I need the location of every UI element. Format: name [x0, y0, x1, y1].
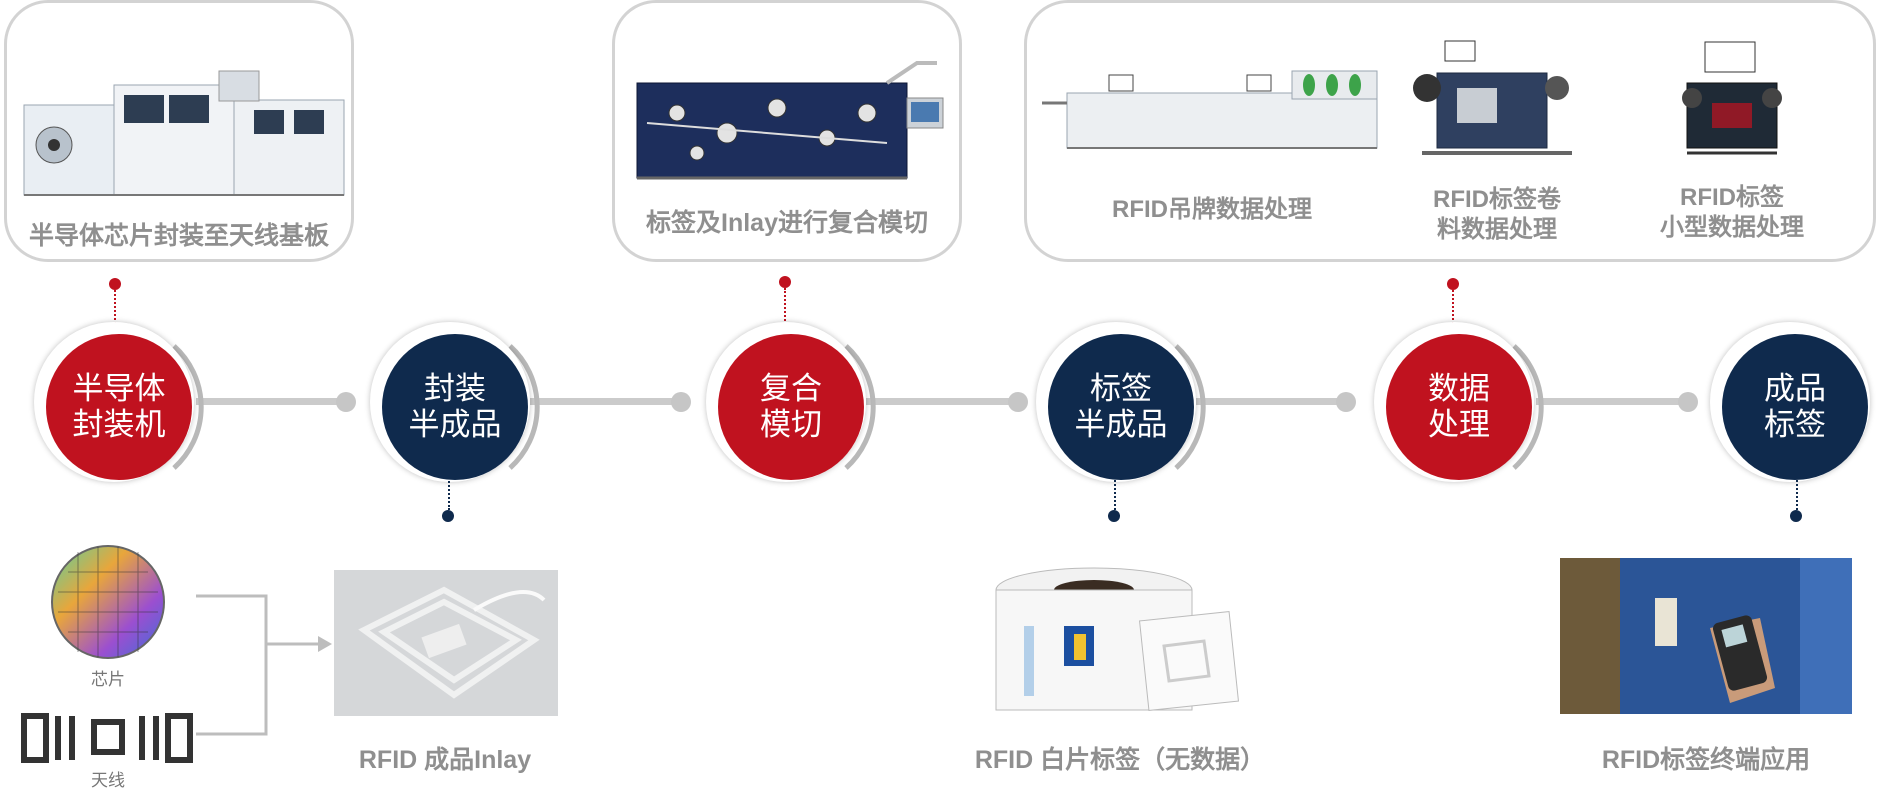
label-roll-icon [995, 567, 1240, 712]
inlay-label: RFID 成品Inlay [358, 746, 532, 774]
connector-line-5 [1452, 290, 1454, 328]
hang-tag-machine-icon [1042, 70, 1378, 149]
antenna-label: 天线 [91, 771, 125, 790]
rfid-inlay-image [334, 570, 558, 716]
flow-line-2 [530, 398, 680, 405]
flow-line-4-end-dot [1336, 392, 1356, 412]
small-label-caption: RFID标签 小型数据处理 [1660, 184, 1804, 241]
terminal-application-image [1560, 558, 1852, 714]
node-label-semi-product: 标签半成品 [1036, 322, 1206, 492]
node-packaged-semi-product: 封装半成品 [370, 322, 540, 492]
roll-label-caption: RFID标签卷 料数据处理 [1433, 186, 1561, 243]
panel-packaging-caption: 半导体芯片封装至天线基板 [28, 222, 329, 250]
flow-line-3 [866, 398, 1018, 405]
panel-diecut-caption: 标签及Inlay进行复合模切 [646, 209, 928, 237]
white-label-label: RFID 白片标签（无数据） [974, 746, 1266, 774]
panel-diecut: 标签及Inlay进行复合模切 [612, 0, 962, 262]
flow-line-5-end-dot [1678, 392, 1698, 412]
flow-line-1-end-dot [336, 392, 356, 412]
node-data-processing: 数据处理 [1374, 322, 1544, 492]
connector-dot-5 [1447, 278, 1459, 290]
small-label-machine-icon [1682, 41, 1782, 155]
handheld-reader-icon [1560, 558, 1852, 714]
connector-line-1 [114, 290, 116, 328]
diecut-machine-icon [636, 61, 944, 180]
panel-data-processing: RFID吊牌数据处理 RFID标签卷 料数据处理 RFID标签 小型数据处理 [1024, 0, 1876, 262]
flow-line-5 [1536, 398, 1686, 405]
connector-line-4 [1114, 476, 1116, 510]
flow-line-1 [196, 398, 344, 405]
connector-dot-3 [779, 276, 791, 288]
terminal-label: RFID标签终端应用 [1601, 746, 1811, 774]
connector-dot-6 [1790, 510, 1802, 522]
flow-line-3-end-dot [1008, 392, 1028, 412]
panel-packaging: 半导体芯片封装至天线基板 [4, 0, 354, 262]
wafer-chip-icon [51, 545, 165, 659]
connector-dot-4 [1108, 510, 1120, 522]
node-composite-die-cut: 复合模切 [706, 322, 876, 492]
antenna-icon [21, 713, 193, 763]
chip-label: 芯片 [91, 670, 125, 689]
connector-line-3 [784, 288, 786, 328]
connector-dot-1 [109, 278, 121, 290]
roll-label-machine-icon [1413, 40, 1572, 155]
packaging-machine-icon [23, 70, 345, 196]
connector-dot-2 [442, 510, 454, 522]
connector-line-6 [1796, 476, 1798, 510]
node-finished-label: 成品标签 [1710, 322, 1880, 492]
node-packaging-machine: 半导体封装机 [34, 322, 204, 492]
connector-line-2 [448, 474, 450, 510]
flow-line-2-end-dot [671, 392, 691, 412]
hang-tag-caption: RFID吊牌数据处理 [1112, 196, 1312, 223]
merge-bracket-arrow [196, 594, 332, 736]
flow-line-4 [1196, 398, 1344, 405]
rfid-inlay-icon [358, 586, 546, 699]
